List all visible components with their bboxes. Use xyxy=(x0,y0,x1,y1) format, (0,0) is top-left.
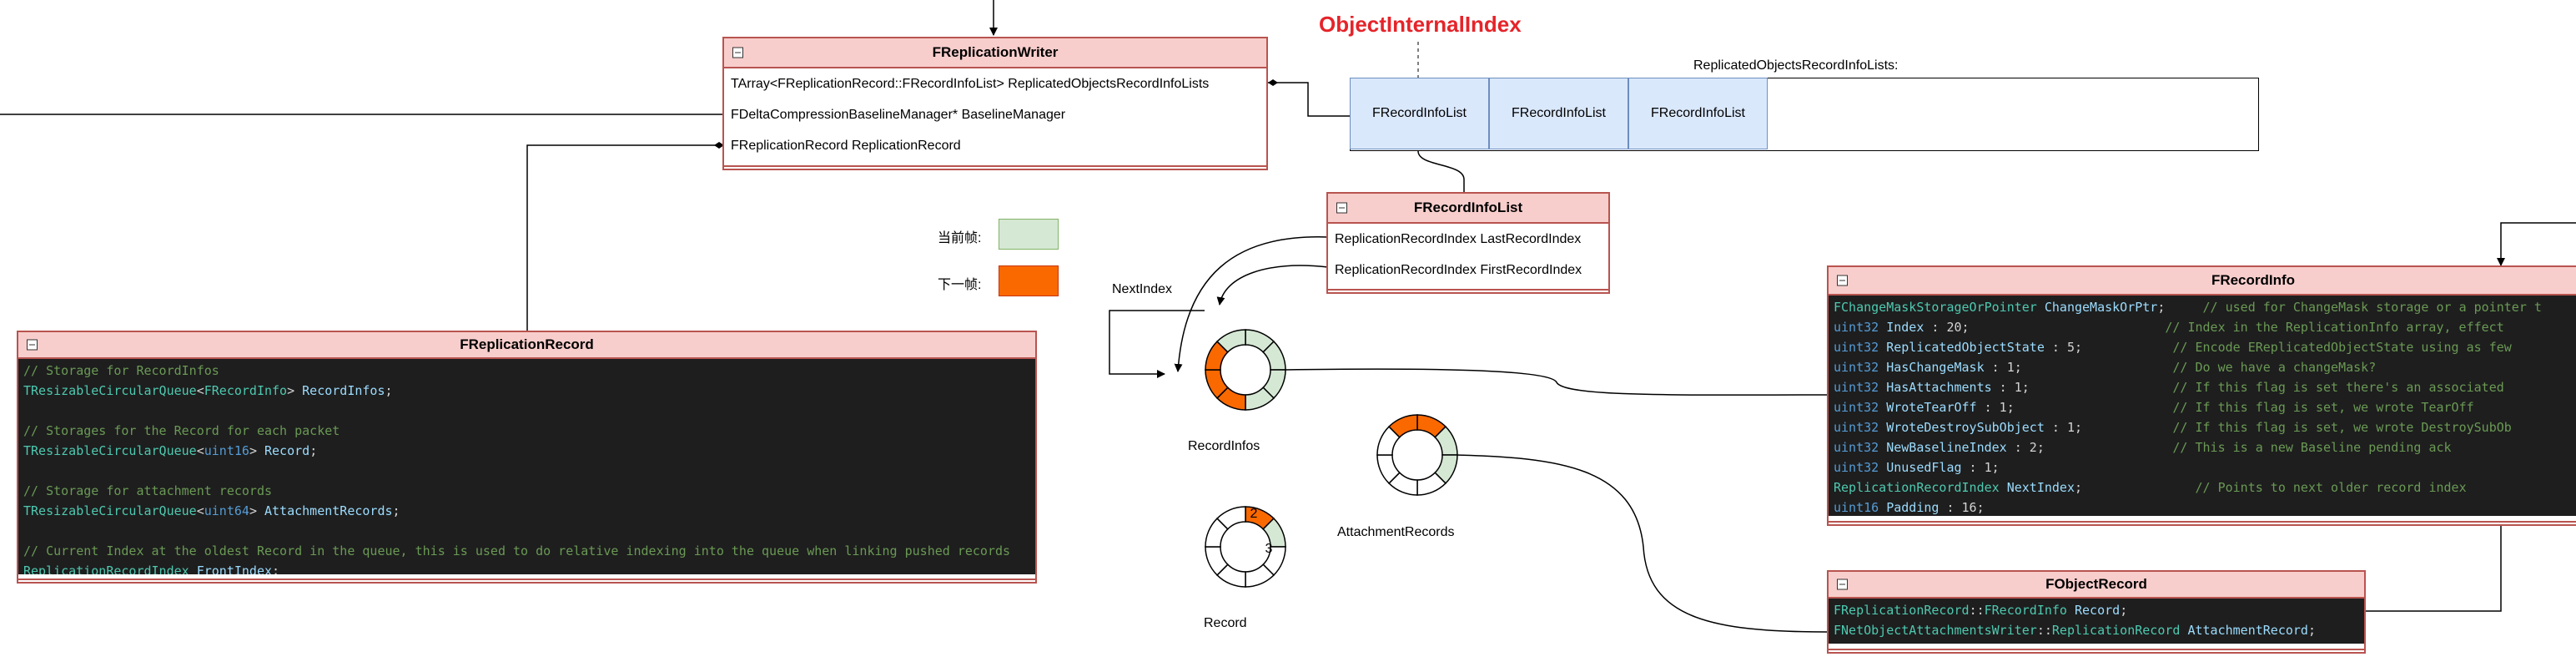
last-index-arrow xyxy=(1174,236,1329,372)
object-record-code-line: FNetObjectAttachmentsWriter::Replication… xyxy=(1834,623,2316,638)
record-info-code-line: ReplicationRecordIndex NextIndex; // Poi… xyxy=(1834,480,2467,495)
attachment-to-objectrecord xyxy=(1455,454,1828,633)
replication-record-code-line: // Storage for attachment records xyxy=(23,483,273,498)
ring-attachment-records xyxy=(1376,414,1458,496)
record-info-code-line: uint32 Index : 20; // Index in the Repli… xyxy=(1834,320,2504,335)
class-footer-line xyxy=(18,579,1035,580)
class-footer-line xyxy=(1328,289,1608,291)
ring-record-num-3: 3 xyxy=(1265,542,1273,556)
arrow-into-frecordinfo xyxy=(2497,222,2576,266)
object-record-class[interactable]: FObjectRecord FReplicationRecord::FRecor… xyxy=(1827,570,2366,654)
record-info-list-header: FRecordInfoList xyxy=(1328,194,1608,224)
replication-record-code-line xyxy=(23,461,1030,481)
record-info-code-line: FChangeMaskStorageOrPointer ChangeMaskOr… xyxy=(1834,300,2542,315)
ring-segment xyxy=(1215,329,1246,353)
replication-record-code-line: // Storage for RecordInfos xyxy=(23,363,219,378)
collapse-icon[interactable] xyxy=(1837,275,1848,286)
ring-record xyxy=(1205,506,1286,588)
replication-record-code-line: TResizableCircularQueue<uint16> Record; xyxy=(23,443,318,458)
ring-segment xyxy=(1215,506,1246,530)
info-list-first-index: ReplicationRecordIndex FirstRecordIndex xyxy=(1335,263,1582,277)
list-cell-1[interactable]: FRecordInfoList xyxy=(1489,78,1628,149)
recordinfos-to-frecordinfo xyxy=(1284,368,1828,396)
replication-record-code-line: // Current Index at the oldest Record in… xyxy=(23,543,1011,558)
record-info-code-line: uint32 HasChangeMask : 1; // Do we have … xyxy=(1834,360,2377,375)
collapse-icon[interactable] xyxy=(1336,202,1347,214)
object-record-code: FReplicationRecord::FRecordInfo Record;F… xyxy=(1829,599,2364,644)
replication-record-code-line: // Storages for the Record for each pack… xyxy=(23,423,340,438)
lists-label: ReplicatedObjectsRecordInfoLists: xyxy=(1693,58,1899,73)
record-info-code-line: uint16 Padding : 16; xyxy=(1834,500,1985,515)
next-index-loop xyxy=(1109,310,1205,378)
record-info-code-line: uint32 WroteTearOff : 1; // If this flag… xyxy=(1834,400,2474,415)
ring-segment xyxy=(1387,414,1418,438)
cell-to-infolist xyxy=(1417,150,1465,193)
ring-record-num-2: 2 xyxy=(1250,507,1258,521)
legend-next-label: 下一帧: xyxy=(938,278,982,292)
legend-next-swatch xyxy=(999,265,1059,296)
record-info-list-title: FRecordInfoList xyxy=(1413,200,1523,215)
info-list-last-index: ReplicationRecordIndex LastRecordIndex xyxy=(1335,232,1582,246)
record-info-title: FRecordInfo xyxy=(2211,272,2296,288)
replication-record-title: FReplicationRecord xyxy=(460,336,594,352)
collapse-icon[interactable] xyxy=(27,339,38,351)
first-index-arrow xyxy=(1216,265,1329,306)
writer-field-baseline: FDeltaCompressionBaselineManager* Baseli… xyxy=(731,108,1066,122)
replication-record-code-line: TResizableCircularQueue<FRecordInfo> Rec… xyxy=(23,383,393,398)
object-record-title: FObjectRecord xyxy=(2045,576,2147,592)
legend-current-swatch xyxy=(999,219,1059,250)
replication-record-code-line xyxy=(23,521,1030,541)
ring-recordinfos xyxy=(1205,329,1286,411)
class-footer-line xyxy=(724,165,1266,167)
writer-field-lists: TArray<FReplicationRecord::FRecordInfoLi… xyxy=(731,77,1210,91)
record-info-code-line: uint32 ReplicatedObjectState : 5; // Enc… xyxy=(1834,340,2512,355)
legend-current-label: 当前帧: xyxy=(938,231,982,245)
list-cell-2[interactable]: FRecordInfoList xyxy=(1628,78,1768,149)
ring-label-recordinfos: RecordInfos xyxy=(1188,439,1260,453)
replication-record-code-line: ReplicationRecordIndex FrontIndex; xyxy=(23,563,280,574)
writer-field-record: FReplicationRecord ReplicationRecord xyxy=(731,139,961,153)
replication-record-class[interactable]: FReplicationRecord // Storage for Record… xyxy=(17,331,1037,584)
class-footer-line xyxy=(1829,649,2364,650)
composition-lists xyxy=(1268,79,1350,117)
record-info-code-line: uint32 WroteDestroySubObject : 1; // If … xyxy=(1834,420,2512,435)
object-record-header: FObjectRecord xyxy=(1829,572,2364,599)
replication-record-header: FReplicationRecord xyxy=(18,332,1035,359)
composition-record xyxy=(526,142,724,331)
collapse-icon[interactable] xyxy=(732,47,743,58)
record-info-list-class[interactable]: FRecordInfoList ReplicationRecordIndex L… xyxy=(1326,192,1610,294)
replication-record-code-line: TResizableCircularQueue<uint64> Attachme… xyxy=(23,503,400,518)
collapse-icon[interactable] xyxy=(1837,579,1848,590)
ring-label-attachment-records: AttachmentRecords xyxy=(1337,525,1455,539)
replication-record-code-line xyxy=(23,401,1030,421)
record-info-code-line: uint32 UnusedFlag : 1; xyxy=(1834,460,2000,475)
ring-label-record: Record xyxy=(1204,616,1247,630)
record-info-code-line: uint32 HasAttachments : 1; // If this fl… xyxy=(1834,380,2504,395)
list-cell-0[interactable]: FRecordInfoList xyxy=(1350,78,1489,149)
record-info-code-line: uint32 NewBaselineIndex : 2; // This is … xyxy=(1834,440,2452,455)
replication-writer-title: FReplicationWriter xyxy=(932,44,1059,60)
record-info-header: FRecordInfo xyxy=(1829,267,2576,296)
replication-writer-header: FReplicationWriter xyxy=(724,38,1266,68)
diagram-title: ObjectInternalIndex xyxy=(1319,12,1522,37)
frecordinfo-to-objectrecord xyxy=(2356,526,2502,614)
replication-writer-class[interactable]: FReplicationWriter TArray<FReplicationRe… xyxy=(722,37,1268,170)
record-info-code: FChangeMaskStorageOrPointer ChangeMaskOr… xyxy=(1829,296,2576,516)
object-record-code-line: FReplicationRecord::FRecordInfo Record; xyxy=(1834,603,2128,618)
record-info-class[interactable]: FRecordInfo FChangeMaskStorageOrPointer … xyxy=(1827,265,2576,526)
class-footer-line xyxy=(1829,521,2576,523)
next-index-label: NextIndex xyxy=(1112,282,1173,296)
